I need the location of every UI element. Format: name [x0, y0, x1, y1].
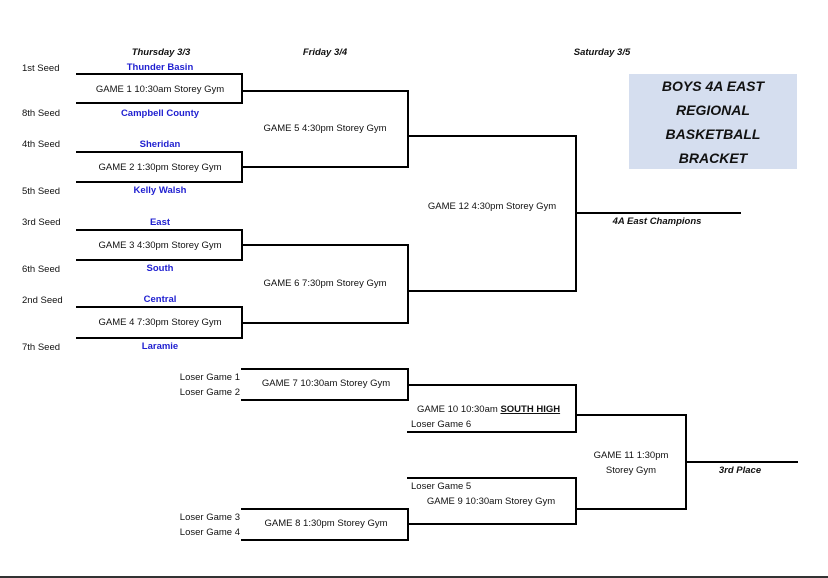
- bracket-line: [76, 259, 243, 261]
- game-11-label-line2: Storey Gym: [605, 465, 657, 476]
- bracket-line: [407, 244, 409, 324]
- team-name: Sheridan: [139, 139, 181, 150]
- team-name: South: [146, 263, 174, 274]
- champions-label: 4A East Champions: [612, 216, 702, 227]
- loser-game-6-label: Loser Game 6: [411, 419, 472, 430]
- title-line-4: BRACKET: [678, 150, 748, 166]
- bracket-line: [241, 399, 409, 401]
- loser-game-5-label: Loser Game 5: [411, 481, 472, 492]
- bottom-border: [0, 576, 828, 578]
- bracket-line: [575, 384, 577, 433]
- bracket-line: [241, 166, 409, 168]
- seed-label: 4th Seed: [22, 139, 61, 150]
- seed-label: 6th Seed: [22, 264, 61, 275]
- header-friday: Friday 3/4: [302, 47, 348, 58]
- team-name: Central: [143, 294, 177, 305]
- bracket-line: [76, 306, 243, 308]
- champions-line: [575, 212, 741, 214]
- loser-game-1-label: Loser Game 1: [179, 372, 240, 383]
- game-6-label: GAME 6 7:30pm Storey Gym: [263, 278, 387, 289]
- bracket-line: [407, 431, 577, 433]
- bracket-line: [76, 151, 243, 153]
- bracket-line: [407, 135, 577, 137]
- game-8-label: GAME 8 1:30pm Storey Gym: [264, 518, 388, 529]
- bracket-line: [76, 102, 243, 104]
- bracket-line: [241, 322, 409, 324]
- bracket-line: [76, 181, 243, 183]
- bracket-title-box: BOYS 4A EAST REGIONAL BASKETBALL BRACKET: [629, 74, 797, 169]
- bracket-line: [241, 73, 243, 104]
- game-10-venue: SOUTH HIGH: [500, 404, 561, 415]
- bracket-line: [407, 384, 577, 386]
- bracket-line: [407, 90, 409, 168]
- title-line-3: BASKETBALL: [665, 126, 761, 142]
- bracket-line: [407, 523, 577, 525]
- game-1-label: GAME 1 10:30am Storey Gym: [95, 84, 225, 95]
- game-7-label: GAME 7 10:30am Storey Gym: [261, 378, 391, 389]
- bracket-line: [407, 290, 577, 292]
- bracket-line: [241, 244, 409, 246]
- bracket-line: [76, 73, 243, 75]
- bracket-line: [575, 508, 687, 510]
- title-line-1: BOYS 4A EAST: [661, 78, 765, 94]
- seed-label: 5th Seed: [22, 186, 61, 197]
- header-thursday: Thursday 3/3: [131, 47, 191, 58]
- game-2-label: GAME 2 1:30pm Storey Gym: [98, 162, 222, 173]
- team-name: Campbell County: [120, 108, 200, 119]
- bracket-line: [575, 414, 687, 416]
- seed-label: 7th Seed: [22, 342, 61, 353]
- seed-label: 8th Seed: [22, 108, 61, 119]
- loser-game-2-label: Loser Game 2: [179, 387, 240, 398]
- game-11-label-line1: GAME 11 1:30pm: [593, 450, 669, 461]
- bracket-line: [241, 90, 409, 92]
- seed-label: 3rd Seed: [22, 217, 61, 228]
- bracket-line: [76, 229, 243, 231]
- game-4-label: GAME 4 7:30pm Storey Gym: [98, 317, 222, 328]
- bracket-line: [241, 539, 409, 541]
- bracket-line: [407, 477, 577, 479]
- game-3-label: GAME 3 4:30pm Storey Gym: [98, 240, 222, 251]
- game-10-time: GAME 10 10:30am: [417, 404, 498, 415]
- seed-label: 2nd Seed: [22, 295, 63, 306]
- game-10-label: GAME 10 10:30am SOUTH HIGH: [417, 404, 560, 416]
- bracket-line: [241, 368, 409, 370]
- loser-game-4-label: Loser Game 4: [179, 527, 240, 538]
- title-line-2: REGIONAL: [676, 102, 750, 118]
- loser-game-3-label: Loser Game 3: [179, 512, 240, 523]
- third-place-line: [685, 461, 798, 463]
- team-name: Kelly Walsh: [133, 185, 187, 196]
- header-saturday: Saturday 3/5: [573, 47, 631, 58]
- bracket-line: [76, 337, 243, 339]
- game-12-label: GAME 12 4:30pm Storey Gym: [427, 201, 557, 212]
- game-9-label: GAME 9 10:30am Storey Gym: [426, 496, 556, 507]
- team-name: Thunder Basin: [126, 62, 194, 73]
- third-place-label: 3rd Place: [718, 465, 762, 476]
- bracket-line: [575, 477, 577, 525]
- team-name: East: [149, 217, 171, 228]
- team-name: Laramie: [141, 341, 179, 352]
- seed-label: 1st Seed: [22, 63, 60, 74]
- bracket-line: [241, 508, 409, 510]
- game-5-label: GAME 5 4:30pm Storey Gym: [263, 123, 387, 134]
